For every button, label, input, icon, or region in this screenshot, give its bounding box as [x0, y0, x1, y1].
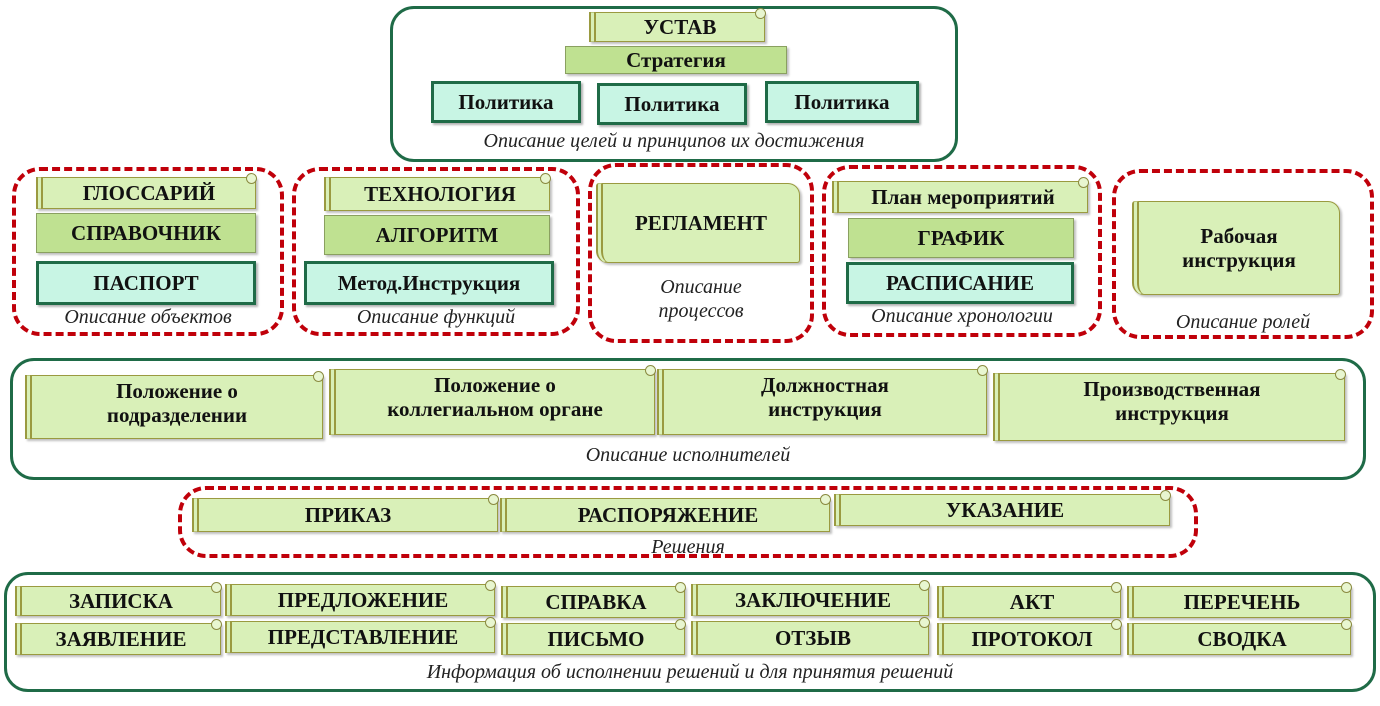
policy-document-1: Политика: [431, 81, 581, 123]
instruction-document: УКАЗАНИЕ: [834, 490, 1171, 526]
info-protocol: ПРОТОКОЛ: [937, 619, 1122, 655]
timetable-document: РАСПИСАНИЕ: [846, 262, 1074, 304]
information-group: ЗАПИСКА ПРЕДЛОЖЕНИЕ СПРАВКА ЗАКЛЮЧЕНИЕ А…: [4, 572, 1376, 692]
executors-caption: Описание исполнителей: [585, 444, 791, 466]
schedule-document: ГРАФИК: [848, 218, 1074, 258]
method-instruction-document: Метод.Инструкция: [304, 261, 554, 305]
order-document: ПРИКАЗ: [192, 494, 499, 532]
info-presentation: ПРЕДСТАВЛЕНИЕ: [225, 617, 496, 653]
glossary-document: ГЛОССАРИЙ: [36, 173, 257, 209]
info-list: ПЕРЕЧЕНЬ: [1127, 582, 1352, 618]
algorithm-document: АЛГОРИТМ: [324, 215, 550, 255]
functions-caption: Описание функций: [356, 306, 516, 328]
info-proposal: ПРЕДЛОЖЕНИЕ: [225, 580, 496, 616]
information-caption: Информация об исполнении решений и для п…: [426, 661, 954, 683]
info-memo: ЗАПИСКА: [15, 582, 222, 616]
directive-document: РАСПОРЯЖЕНИЕ: [500, 494, 831, 532]
info-act: АКТ: [937, 582, 1122, 618]
info-letter: ПИСЬМО: [501, 619, 686, 655]
goals-group: УСТАВ Стратегия Политика Политика Полити…: [390, 6, 958, 162]
technology-document: ТЕХНОЛОГИЯ: [324, 173, 551, 211]
objects-caption: Описание объектов: [64, 306, 232, 328]
info-certificate: СПРАВКА: [501, 582, 686, 618]
info-review: ОТЗЫВ: [691, 617, 930, 655]
roles-caption: Описание ролей: [1175, 311, 1311, 333]
policy-document-2: Политика: [597, 83, 747, 125]
info-summary: СВОДКА: [1127, 619, 1352, 655]
decisions-group: ПРИКАЗ РАСПОРЯЖЕНИЕ УКАЗАНИЕ Решения: [178, 486, 1198, 558]
info-conclusion: ЗАКЛЮЧЕНИЕ: [691, 580, 930, 616]
functions-group: ТЕХНОЛОГИЯ АЛГОРИТМ Метод.Инструкция Опи…: [292, 167, 580, 336]
goals-caption: Описание целей и принципов их достижения: [483, 130, 865, 152]
chronology-caption: Описание хронологии: [871, 305, 1053, 327]
decisions-caption: Решения: [651, 536, 725, 558]
chronology-group: План мероприятий ГРАФИК РАСПИСАНИЕ Описа…: [822, 165, 1102, 337]
objects-group: ГЛОССАРИЙ СПРАВОЧНИК ПАСПОРТ Описание об…: [12, 167, 284, 336]
processes-caption-line1: Описание: [660, 276, 742, 298]
reference-document: СПРАВОЧНИК: [36, 213, 256, 253]
ustav-document: УСТАВ: [589, 8, 766, 42]
info-application: ЗАЯВЛЕНИЕ: [15, 619, 222, 655]
policy-document-3: Политика: [765, 81, 919, 123]
event-plan-document: План мероприятий: [832, 177, 1089, 213]
regulation-document: РЕГЛАМЕНТ: [596, 183, 800, 263]
processes-caption-line2: процессов: [658, 300, 744, 322]
strategy-document: Стратегия: [565, 46, 787, 74]
passport-document: ПАСПОРТ: [36, 261, 256, 305]
processes-group: РЕГЛАМЕНТ Описание процессов: [588, 163, 814, 343]
